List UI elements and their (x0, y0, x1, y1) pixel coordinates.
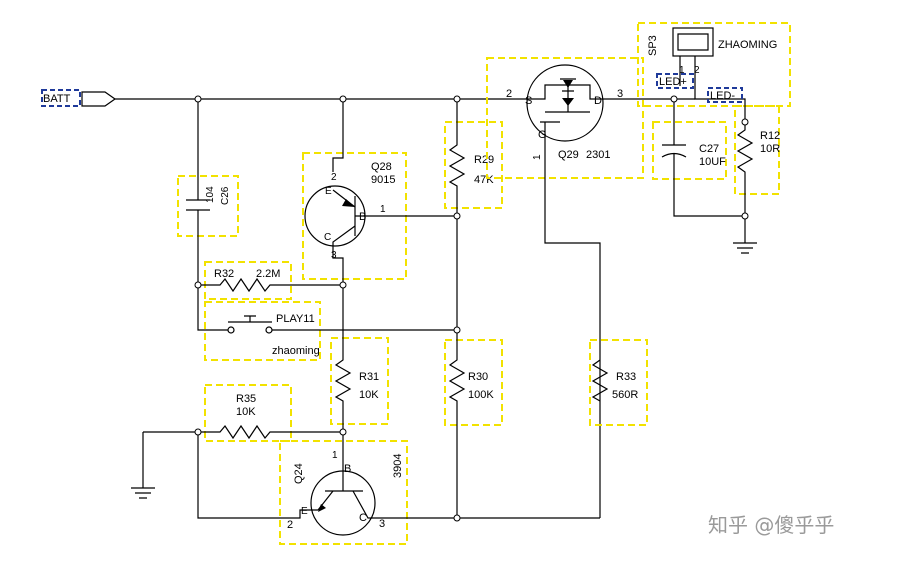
led-minus-label: LED- (710, 90, 735, 102)
q24-num-e: 2 (287, 519, 293, 531)
q24-ref: Q24 (293, 463, 305, 484)
r35-ref: R35 (236, 393, 256, 405)
c27-ref: C27 (699, 143, 719, 155)
capacitor-c27: C27 10UF (652, 99, 745, 217)
junction-dots (194, 95, 749, 522)
q28-pin-c: C (324, 232, 331, 243)
ground-symbol-left (131, 432, 155, 499)
q24-pin-e: E (301, 506, 308, 517)
q28-part: 9015 (371, 174, 395, 186)
q29-num-s: 2 (506, 88, 512, 100)
q28-num-b: 1 (380, 204, 386, 215)
r31-value: 10K (359, 389, 379, 401)
mosfet-q29: S D G 2 3 1 Q29 2301 (486, 57, 644, 518)
play11-ref: PLAY11 (276, 313, 315, 325)
sp3-ref: SP3 (647, 35, 659, 56)
r32-ref: R32 (214, 268, 234, 280)
q28-num-e: 2 (331, 172, 337, 183)
play11-label: zhaoming (272, 345, 320, 357)
resistor-r32: R32 2.2M (198, 261, 343, 300)
batt-port: BATT (41, 89, 117, 107)
r35-value: 10K (236, 406, 256, 418)
c26-ref: C26 (220, 186, 231, 205)
transistor-q28: E B C 2 1 3 Q28 9015 (302, 99, 457, 285)
ground-symbol-right (733, 242, 757, 254)
q24-num-c: 3 (379, 518, 385, 530)
r30-ref: R30 (468, 371, 488, 383)
q24-part: 3904 (392, 454, 404, 478)
sp3-num-2: 2 (694, 65, 700, 76)
resistor-r31: R31 10K (330, 285, 389, 432)
q29-ref: Q29 (558, 149, 579, 161)
r12-value: 10R (760, 143, 780, 155)
c27-value: 10UF (699, 156, 726, 168)
r32-value: 2.2M (256, 268, 280, 280)
r29-ref: R29 (474, 154, 494, 166)
q29-part: 2301 (586, 149, 610, 161)
led-plus-label: LED+ (659, 76, 687, 88)
r33-value: 560R (612, 389, 638, 401)
q24-pin-b: B (344, 463, 351, 475)
q29-pin-g: G (538, 129, 547, 141)
q29-pin-d: D (594, 95, 602, 107)
sp3-label: ZHAOMING (718, 39, 777, 51)
transistor-q24: B E C 1 2 3 Q24 3904 (197, 432, 600, 545)
r30-value: 100K (468, 389, 494, 401)
sp3-num-1: 1 (679, 65, 685, 76)
resistor-r12: R12 10R (734, 105, 780, 243)
connector-sp3: SP3 ZHAOMING 1 2 LED+ LED- (637, 22, 791, 122)
resistor-r33: R33 560R (589, 339, 648, 426)
r12-ref: R12 (760, 130, 780, 142)
q28-ref: Q28 (371, 161, 392, 173)
r31-ref: R31 (359, 371, 379, 383)
q29-pin-s: S (525, 95, 532, 107)
resistor-r30: R30 100K (444, 216, 503, 518)
capacitor-c26: 104 C26 (177, 99, 239, 285)
r29-value: 47K (474, 174, 494, 186)
c26-value: 104 (205, 186, 216, 203)
r33-ref: R33 (616, 371, 636, 383)
q28-num-c: 3 (331, 250, 337, 261)
resistor-r35: R35 10K (143, 384, 343, 442)
resistor-r29: R29 47K (444, 99, 503, 216)
q24-num-b: 1 (332, 450, 338, 461)
q24-pin-c: C (359, 512, 367, 524)
q29-num-d: 3 (617, 88, 623, 100)
q28-pin-e: E (325, 186, 332, 197)
q28-pin-b: B (359, 211, 366, 223)
watermark: 知乎 @傻乎乎 (708, 513, 834, 537)
switch-play11: PLAY11 zhaoming (197, 285, 457, 361)
batt-label: BATT (43, 93, 71, 105)
q29-num-g: 1 (532, 154, 543, 160)
